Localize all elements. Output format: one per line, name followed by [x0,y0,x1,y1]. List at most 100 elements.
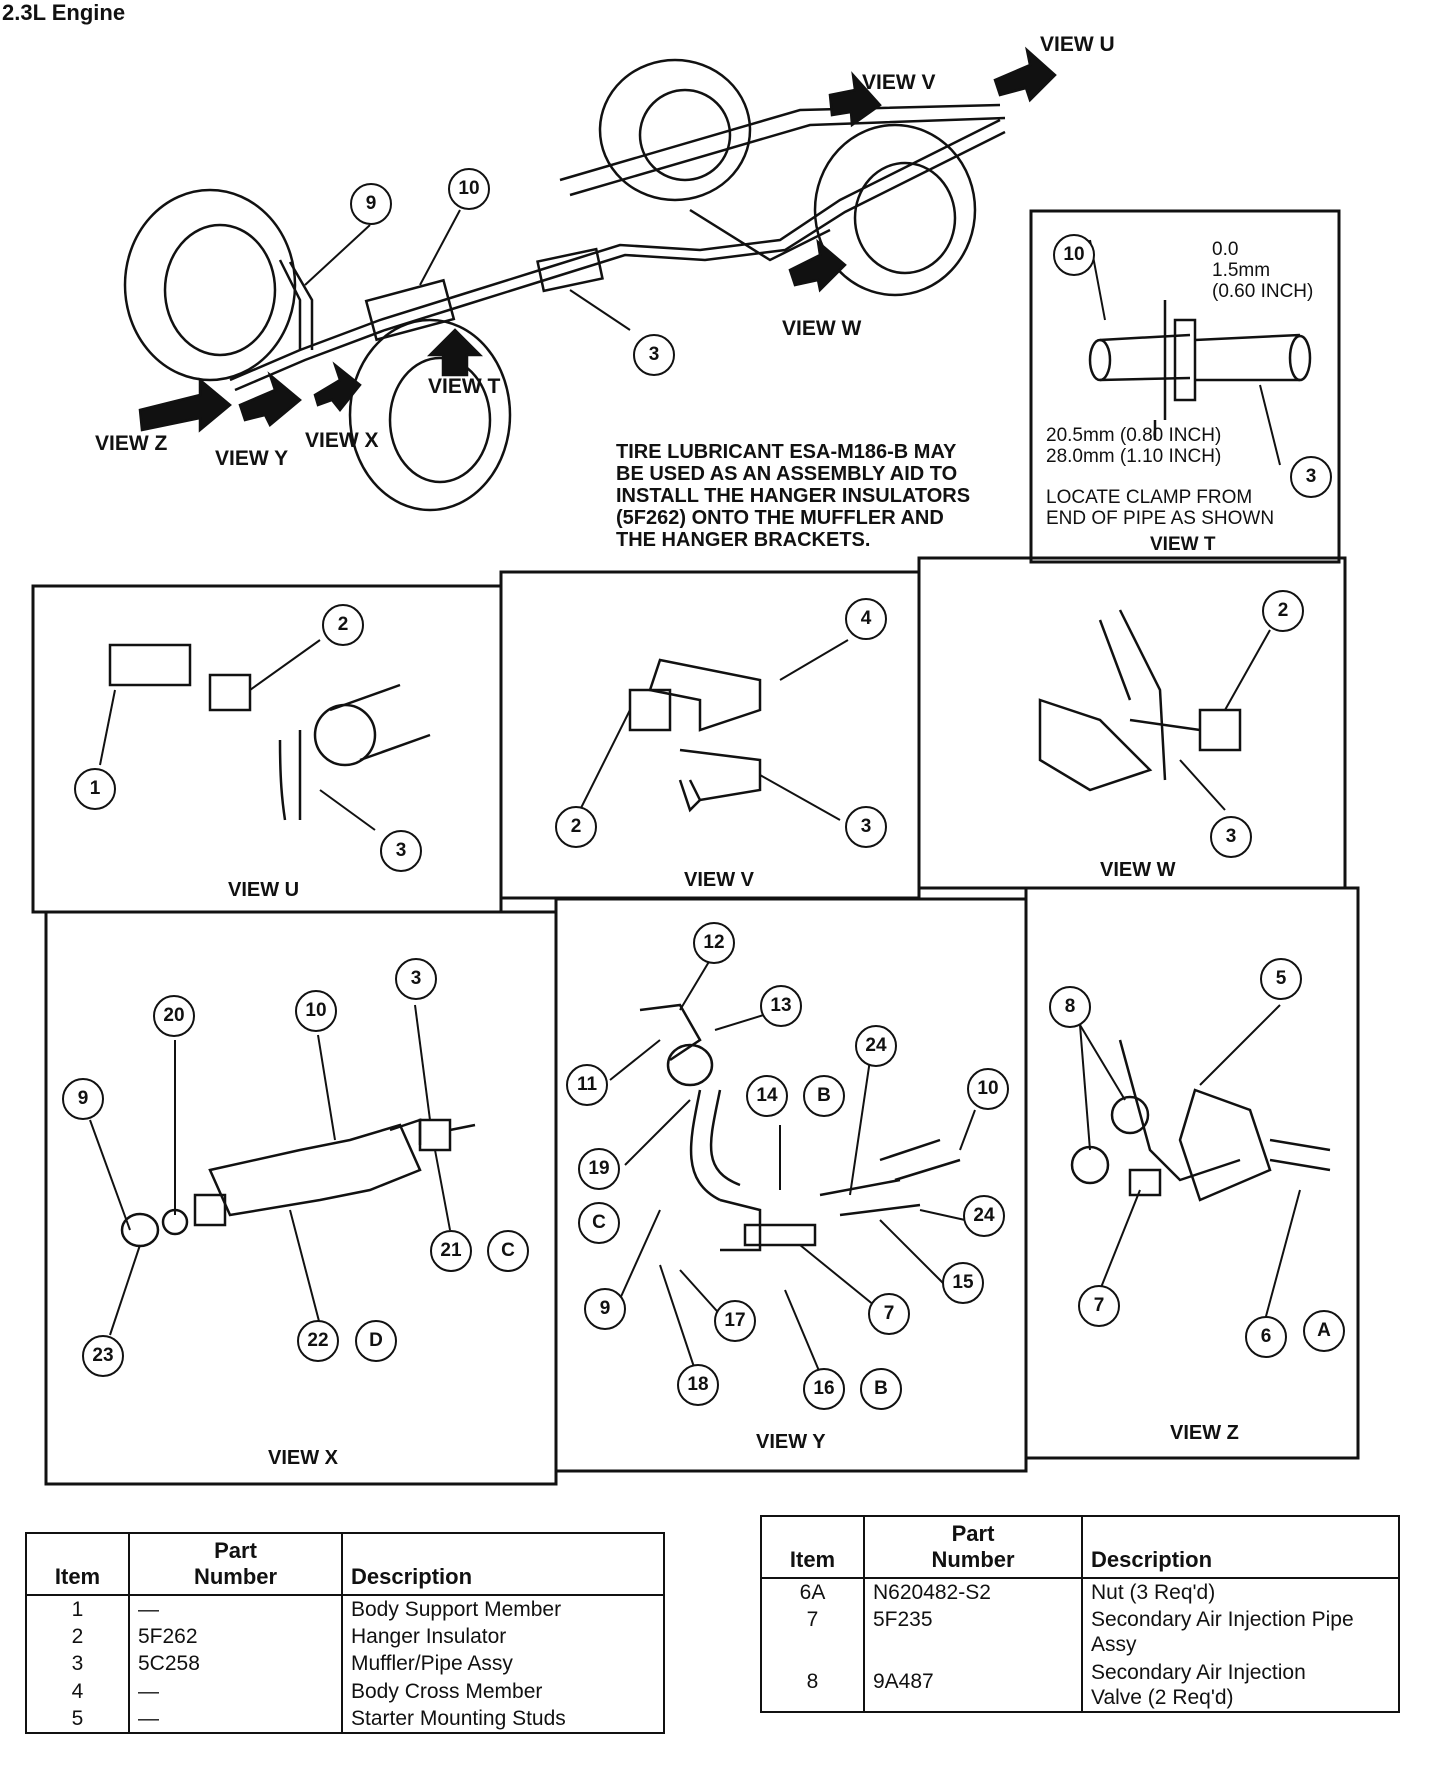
callout-v-4: 4 [845,598,887,640]
view-v-caption: VIEW V [684,869,755,891]
callout-y-b-bottom: B [860,1368,902,1410]
note-line: LOCATE CLAMP FROM [1046,487,1253,508]
callout-z-8: 8 [1049,986,1091,1028]
part-cell: 5C258 [128,1650,342,1678]
view-t-dim-bottom: 20.5mm (0.80 INCH) 28.0mm (1.10 INCH) [1046,425,1222,468]
view-v-arrow-label: VIEW V [862,71,936,94]
callout-y-12: 12 [693,922,735,964]
view-u-caption: VIEW U [228,879,300,901]
callout-x-d: D [355,1320,397,1362]
part-cell: — [128,1704,342,1733]
part-cell: 9A487 [863,1658,1082,1712]
callout-x-23: 23 [82,1335,124,1377]
front-right-wheel [348,318,512,512]
col-description: Description [1081,1516,1399,1579]
callout-x-3: 3 [395,958,437,1000]
desc-cell: Hanger Insulator [341,1623,664,1651]
desc-cell: Secondary Air Injection Pipe Assy [1081,1606,1399,1659]
callout-main-3: 3 [633,334,675,376]
callout-x-c: C [487,1230,529,1272]
view-x-caption: VIEW X [268,1447,339,1469]
callout-u-2: 2 [322,604,364,646]
callout-z-a: A [1303,1310,1345,1352]
callout-main-10: 10 [448,168,490,210]
dim-value: 1.5mm [1212,259,1271,281]
view-w-caption: VIEW W [1100,859,1176,881]
part-cell: N620482-S2 [863,1578,1082,1607]
view-w-arrow-label: VIEW W [782,317,862,340]
view-u-arrow-label: VIEW U [1040,33,1115,56]
callout-y-19: 19 [578,1148,620,1190]
callout-x-9: 9 [62,1078,104,1120]
callout-t-3: 3 [1290,456,1332,498]
rear-left-wheel [598,58,752,202]
callout-t-10: 10 [1053,234,1095,276]
callout-u-1: 1 [74,768,116,810]
col-part-number: Part Number [863,1516,1082,1579]
table-header-row: Item Part Number Description [26,1533,664,1596]
item-cell: 2 [71,1625,84,1649]
dim-value: (0.60 INCH) [1212,280,1314,302]
note-line: THE HANGER BRACKETS. [616,529,871,551]
callout-y-24-bottom: 24 [963,1195,1005,1237]
table-row: 4—Body Cross Member [26,1677,664,1705]
callout-y-10: 10 [967,1068,1009,1110]
view-t-caption: VIEW T [1150,534,1216,555]
item-cell: 1 [71,1598,84,1621]
callout-y-9: 9 [584,1288,626,1330]
parts-table-left: Item Part Number Description 1—Body Supp… [25,1532,665,1734]
callout-y-13: 13 [760,985,802,1027]
callout-y-c: C [578,1202,620,1244]
item-cell: 7 [806,1608,819,1632]
callout-y-14: 14 [746,1075,788,1117]
callout-y-15: 15 [942,1262,984,1304]
callout-v-3: 3 [845,806,887,848]
table-row: 1 —Body Support Member [26,1595,664,1624]
desc-cell: Muffler/Pipe Assy [341,1650,664,1678]
callout-y-17: 17 [714,1300,756,1342]
callout-u-3: 3 [380,830,422,872]
view-z-arrow-label: VIEW Z [95,432,168,455]
desc-cell: Starter Mounting Studs [341,1704,664,1733]
item-cell: 3 [71,1652,84,1676]
callout-x-21: 21 [430,1230,472,1272]
callout-v-2: 2 [555,806,597,848]
dim-value: 20.5mm (0.80 INCH) [1046,425,1222,446]
part-cell: 5F235 [863,1606,1082,1659]
note-line: INSTALL THE HANGER INSULATORS [616,485,971,507]
part-cell: — [128,1595,342,1624]
desc-cell: Nut (3 Req'd) [1081,1578,1399,1607]
table-row: 5 —Starter Mounting Studs [26,1704,664,1733]
view-y-caption: VIEW Y [756,1431,826,1453]
callout-y-11: 11 [566,1064,608,1106]
view-y-arrow-label: VIEW Y [215,447,289,470]
col-item: Item [761,1516,864,1579]
item-cell: 8 [806,1669,819,1693]
part-cell: 5F262 [128,1623,342,1651]
dim-value: 28.0mm (1.10 INCH) [1046,445,1222,467]
callout-y-b-top: B [803,1075,845,1117]
view-t-locate-note: LOCATE CLAMP FROM END OF PIPE AS SHOWN [1046,487,1274,530]
item-cell: 5 [71,1706,84,1730]
callout-w-2: 2 [1262,590,1304,632]
callout-w-3: 3 [1210,816,1252,858]
desc-cell: Body Cross Member [341,1677,664,1705]
col-part-number: Part Number [128,1533,342,1596]
callout-y-7: 7 [868,1293,910,1335]
item-cell: 6A [799,1581,826,1604]
desc-cell: Body Support Member [341,1595,664,1624]
callout-z-5: 5 [1260,958,1302,1000]
callout-z-7: 7 [1078,1285,1120,1327]
parts-table-right: Item Part Number Description 6A N620482-S… [760,1515,1400,1713]
col-description: Description [341,1533,664,1596]
part-cell: — [128,1677,342,1705]
callout-y-16: 16 [803,1368,845,1410]
note-line: TIRE LUBRICANT ESA-M186-B MAY [616,441,957,463]
callout-y-24-top: 24 [855,1025,897,1067]
